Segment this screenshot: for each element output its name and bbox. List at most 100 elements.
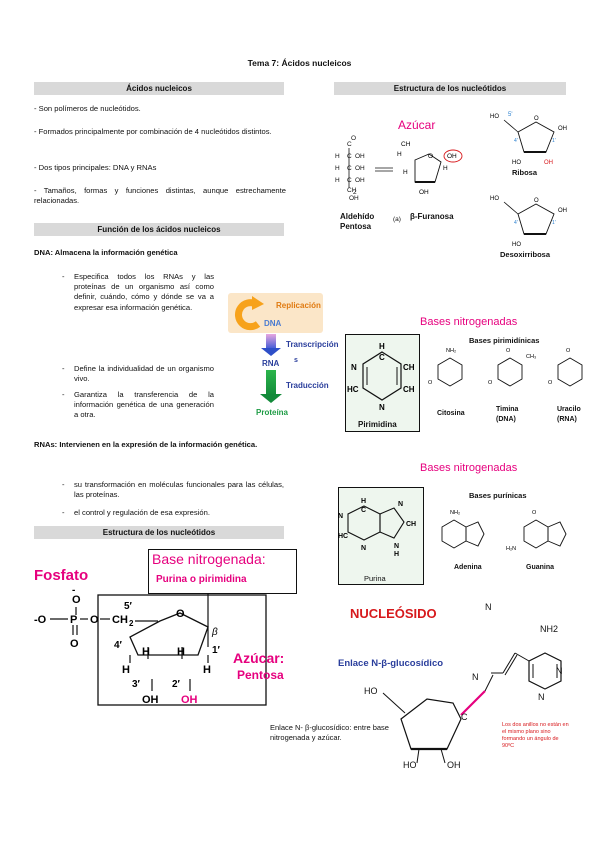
label-purina: Purina xyxy=(364,574,386,583)
svg-text:O: O xyxy=(548,380,553,386)
highlight-circle xyxy=(443,149,463,163)
svg-text:C: C xyxy=(347,165,352,172)
label-adenina: Adenina xyxy=(454,564,482,571)
label-pentosa-left: Pentosa xyxy=(237,668,284,682)
acidos-item-4: - Tamaños, formas y funciones distintas,… xyxy=(34,186,286,205)
svg-text:C: C xyxy=(347,177,352,184)
svg-text:N: N xyxy=(338,513,343,520)
svg-text:2: 2 xyxy=(353,189,357,196)
purina-box xyxy=(338,487,424,585)
replication-arrow-icon xyxy=(235,299,261,331)
label-bases-pirimidinicas-title: Bases nitrogenadas xyxy=(420,316,518,328)
label-azucar-left: Azúcar: xyxy=(233,650,285,666)
label-azucar-right: Azúcar xyxy=(398,118,436,132)
label-n2: N xyxy=(556,666,563,676)
label-pirimidina: Pirimidina xyxy=(358,420,397,429)
svg-text:H: H xyxy=(122,664,130,676)
label-n3: N xyxy=(538,692,545,702)
svg-text:H: H xyxy=(177,646,185,658)
pirimidina-box xyxy=(345,334,420,432)
svg-text:HO: HO xyxy=(490,196,499,202)
acidos-item-3: - Dos tipos principales: DNA y RNAs xyxy=(34,163,157,172)
svg-text:CH: CH xyxy=(401,141,411,148)
nucleoside-diagram xyxy=(382,652,562,764)
svg-text:CH: CH xyxy=(112,614,128,626)
dash: - xyxy=(62,272,65,281)
svg-text:H: H xyxy=(361,498,366,505)
label-aldehido: Aldehído xyxy=(340,212,375,221)
dash: - xyxy=(62,364,65,373)
section-header-funcion: Función de los ácidos nucleicos xyxy=(34,223,284,236)
svg-text:HC: HC xyxy=(347,385,359,394)
svg-text:H: H xyxy=(203,664,211,676)
label-rna: RNA xyxy=(262,359,280,368)
label-bases-puricas-title: Bases nitrogenadas xyxy=(420,462,518,474)
svg-text:N: N xyxy=(351,363,357,372)
nucleosido-caption: Enlace N- β-glucosídico: entre base nitr… xyxy=(270,723,389,742)
label-proteina: Proteína xyxy=(256,408,289,417)
label-enlace: Enlace N-β-glucosídico xyxy=(338,658,444,669)
acidos-item-2: - Formados principalmente por combinació… xyxy=(34,127,272,136)
dna-item-1: Especifica todos los RNAs y las proteína… xyxy=(74,272,214,312)
dash: - xyxy=(62,508,65,517)
dna-item-3: Garantiza la transferencia de la informa… xyxy=(74,390,214,420)
svg-text:H: H xyxy=(335,177,340,184)
label-fosfato: Fosfato xyxy=(34,567,89,584)
svg-text:OH: OH xyxy=(355,165,365,172)
dna-heading: DNA: Almacena la información genética xyxy=(34,248,178,257)
svg-text:1′: 1′ xyxy=(212,645,221,656)
svg-text:O: O xyxy=(176,608,185,620)
svg-text:C: C xyxy=(347,153,352,160)
label-uracilo: Uracilo xyxy=(557,406,581,413)
svg-text:5': 5' xyxy=(508,112,512,118)
pyrimidine-ring: H C N CH HC CH N xyxy=(347,342,415,412)
label-traduccion: Traducción xyxy=(286,381,329,390)
label-desoxirribosa: Desoxirribosa xyxy=(500,250,551,259)
label-furanosa: β-Furanosa xyxy=(410,212,454,221)
svg-text:1': 1' xyxy=(552,138,556,144)
label-replicacion: Replicación xyxy=(276,301,321,310)
svg-text:H₂N: H₂N xyxy=(506,546,516,552)
label-nucleosido: NUCLEÓSIDO xyxy=(350,606,437,621)
svg-text:C: C xyxy=(379,353,385,362)
svg-text:HC: HC xyxy=(338,533,348,540)
svg-text:OH: OH xyxy=(544,160,553,166)
svg-text:N: N xyxy=(379,403,385,412)
svg-text:OH: OH xyxy=(558,126,567,132)
dash: - xyxy=(62,390,65,399)
svg-text:OH: OH xyxy=(447,153,457,160)
section-header-acidos: Ácidos nucleicos xyxy=(34,82,284,95)
acidos-item-1: - Son polímeros de nucleótidos. xyxy=(34,104,141,113)
svg-text:OH: OH xyxy=(349,195,359,202)
section-header-estructura-right: Estructura de los nucleótidos xyxy=(334,82,566,95)
svg-text:O: O xyxy=(428,380,433,386)
nucleotide-diagram: O - -O P O O CH 2 5′ O 4′ 1′ β H H H H 3… xyxy=(34,585,267,706)
svg-text:O: O xyxy=(72,594,81,606)
svg-text:CH: CH xyxy=(406,521,416,528)
label-nh2: NH2 xyxy=(540,624,559,634)
replication-arrow-head-icon xyxy=(252,296,264,310)
label-timina: Timina xyxy=(496,406,519,413)
svg-text:4': 4' xyxy=(514,220,518,226)
svg-text:O: O xyxy=(534,116,539,122)
svg-text:1': 1' xyxy=(552,220,556,226)
label-ribosa: Ribosa xyxy=(512,168,538,177)
deoxyribose-diagram: HO O OH HO 4' 1' xyxy=(490,196,567,248)
label-bases-puricas-sub: Bases purínicas xyxy=(469,491,527,500)
svg-text:H: H xyxy=(379,342,385,351)
svg-text:N: N xyxy=(361,545,366,552)
label-transcripcion: Transcripción xyxy=(286,340,339,349)
svg-text:O: O xyxy=(90,614,99,626)
page-title: Tema 7: Ácidos nucleicos xyxy=(247,58,352,68)
svg-text:-: - xyxy=(72,585,75,596)
rna-item-2: el control y regulación de esa expresión… xyxy=(74,508,210,517)
svg-text:H: H xyxy=(142,646,150,658)
svg-text:N: N xyxy=(398,501,403,508)
rna-item-1: su transformación en moléculas funcional… xyxy=(74,480,284,500)
svg-text:-O: -O xyxy=(34,614,47,626)
label-base-sub: Purina o pirimidina xyxy=(156,574,247,585)
svg-text:CH: CH xyxy=(403,385,415,394)
svg-text:HO: HO xyxy=(512,242,521,248)
svg-text:5′: 5′ xyxy=(124,601,133,612)
